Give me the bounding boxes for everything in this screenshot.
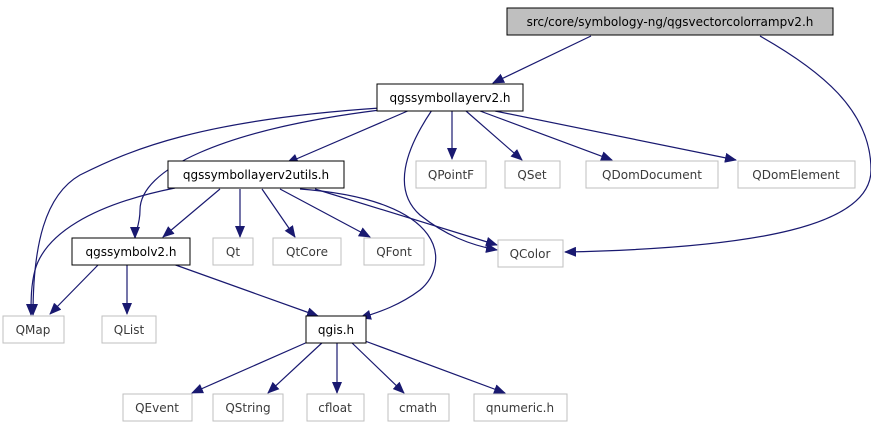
edge-symbollayer-to-qset bbox=[465, 110, 523, 161]
edge-symbolv2-to-qgis bbox=[169, 262, 319, 317]
node-qpointf: QPointF bbox=[415, 160, 487, 189]
node-qmap: QMap bbox=[2, 315, 65, 344]
node-qmap-label: QMap bbox=[16, 323, 51, 337]
node-qgis[interactable]: qgis.h bbox=[305, 315, 367, 344]
node-qstring: QString bbox=[212, 393, 284, 422]
edge-symbollayer-to-symbollayerutils bbox=[286, 109, 411, 164]
edge-root-to-symbollayer bbox=[492, 35, 592, 84]
node-qdomelement-label: QDomElement bbox=[752, 168, 840, 182]
node-qgis-label: qgis.h bbox=[318, 323, 354, 337]
node-qlist: QList bbox=[101, 315, 157, 344]
node-symbolv2[interactable]: qgssymbolv2.h bbox=[71, 237, 191, 266]
node-symbollayer-label: qgssymbollayerv2.h bbox=[389, 91, 510, 105]
node-qdomelement: QDomElement bbox=[737, 160, 856, 189]
edge-qgis-to-cmath bbox=[349, 340, 405, 394]
node-qtcore: QtCore bbox=[272, 237, 342, 266]
edge-qgis-to-qstring bbox=[267, 340, 325, 394]
node-qcolor-label: QColor bbox=[510, 247, 551, 261]
node-root[interactable]: src/core/symbology-ng/qgsvectorcolorramp… bbox=[506, 7, 834, 36]
node-cmath-label: cmath bbox=[399, 401, 437, 415]
node-qlist-label: QList bbox=[114, 323, 145, 337]
node-qt: Qt bbox=[212, 237, 254, 266]
node-qt-label: Qt bbox=[226, 245, 240, 259]
node-qdomdocument: QDomDocument bbox=[585, 160, 719, 189]
node-symbollayer[interactable]: qgssymbollayerv2.h bbox=[376, 83, 524, 112]
edge-utils-to-qcolor bbox=[314, 188, 498, 247]
node-cfloat: cfloat bbox=[306, 393, 365, 422]
node-root-label: src/core/symbology-ng/qgsvectorcolorramp… bbox=[527, 15, 814, 29]
edge-utils-to-symbolv2 bbox=[162, 188, 221, 238]
node-symbollayerutils-label: qgssymbollayerv2utils.h bbox=[183, 168, 329, 182]
edge-symbollayer-to-qdomdocument bbox=[479, 110, 613, 161]
node-qevent: QEvent bbox=[122, 393, 193, 422]
edge-utils-to-qmap bbox=[26, 187, 176, 316]
node-qnumeric-label: qnumeric.h bbox=[486, 401, 554, 415]
node-qnumeric: qnumeric.h bbox=[473, 393, 568, 422]
edge-symbollayer-to-qcolor bbox=[403, 109, 498, 253]
node-qstring-label: QString bbox=[225, 401, 270, 415]
edge-symbollayer-to-symbolv2 bbox=[130, 109, 381, 239]
node-qset-label: QSet bbox=[517, 168, 546, 182]
edge-symbolv2-to-qmap bbox=[49, 262, 101, 315]
node-symbollayerutils[interactable]: qgssymbollayerv2utils.h bbox=[167, 160, 345, 189]
node-symbolv2-label: qgssymbolv2.h bbox=[86, 245, 177, 259]
node-qset: QSet bbox=[504, 160, 561, 189]
edge-utils-to-qfont bbox=[279, 188, 371, 238]
edge-symbollayer-to-qmap bbox=[28, 107, 381, 316]
node-cfloat-label: cfloat bbox=[318, 401, 352, 415]
node-qfont: QFont bbox=[363, 237, 425, 266]
node-qevent-label: QEvent bbox=[135, 401, 179, 415]
edge-utils-to-qgis bbox=[299, 188, 437, 320]
node-qtcore-label: QtCore bbox=[286, 245, 328, 259]
node-cmath: cmath bbox=[387, 393, 450, 422]
node-qdomdocument-label: QDomDocument bbox=[602, 168, 702, 182]
edge-root-to-qcolor bbox=[564, 35, 871, 257]
node-qfont-label: QFont bbox=[376, 245, 412, 259]
edge-utils-to-qtcore bbox=[261, 188, 296, 238]
edge-symbollayer-to-qdomelement bbox=[494, 110, 737, 163]
node-qpointf-label: QPointF bbox=[428, 168, 474, 182]
edge-qgis-to-qevent bbox=[191, 340, 311, 394]
edge-qgis-to-qnumeric bbox=[364, 340, 506, 394]
node-qcolor: QColor bbox=[497, 239, 564, 268]
